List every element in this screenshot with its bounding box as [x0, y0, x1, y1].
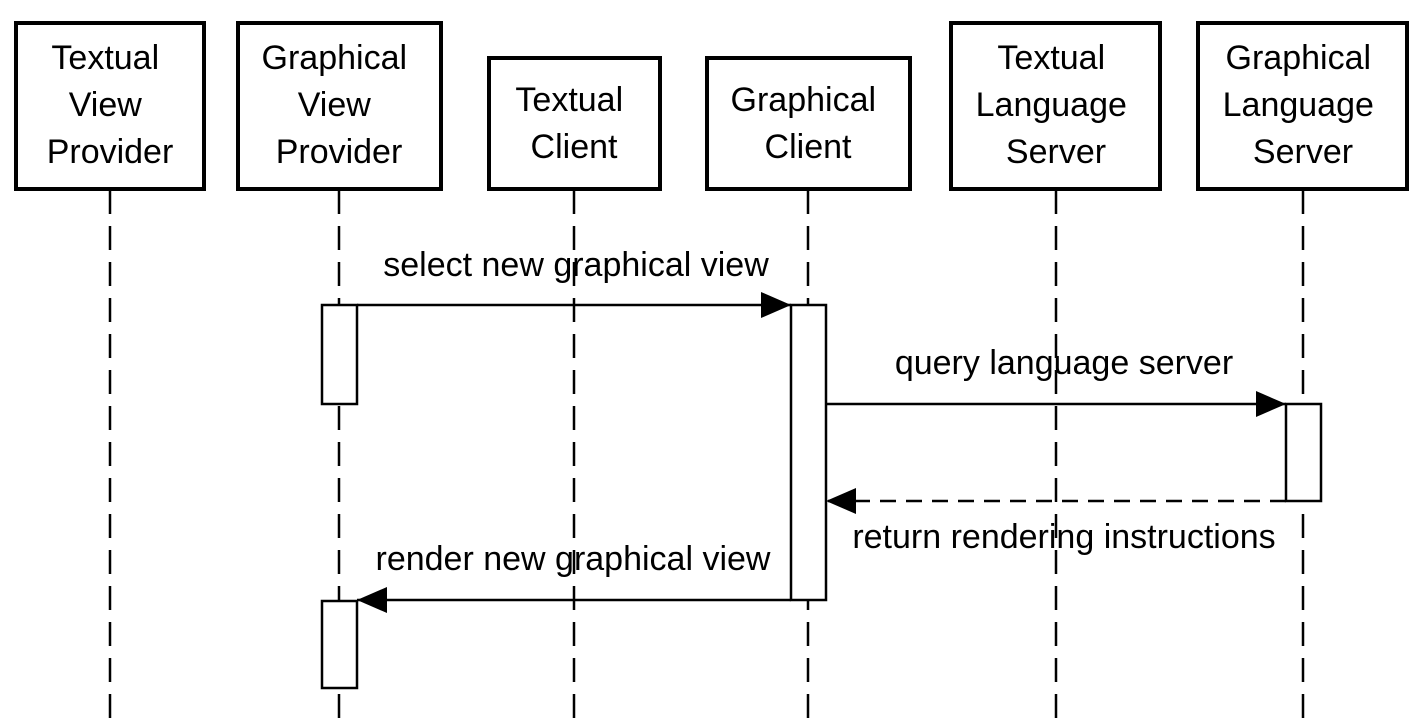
participant-graphical-client: Graphical Client	[705, 56, 912, 191]
message-render-new-graphical-view: render new graphical view	[357, 540, 791, 613]
participant-label-line: Provider	[47, 133, 174, 171]
activation-graphical-view-provider-1	[320, 303, 359, 406]
participant-label-line: Graphical	[731, 81, 877, 119]
participant-label-line: Textual	[51, 39, 159, 77]
participant-label-line: Graphical	[262, 39, 408, 77]
participant-label-line: Language	[976, 86, 1127, 124]
message-label: render new graphical view	[376, 540, 771, 578]
svg-text:Graphical Language: Graphical Language Server	[1223, 39, 1384, 171]
participant-label-line: Textual	[997, 39, 1105, 77]
svg-text:Graphical View Pro: Graphical View Provider	[262, 39, 417, 171]
participant-label-line: Client	[765, 128, 852, 166]
participant-label-line: Provider	[276, 133, 403, 171]
activation-graphical-view-provider-2	[320, 599, 359, 690]
participant-textual-view-provider: Textual View Provider	[14, 21, 206, 191]
participant-label-line: View	[298, 86, 372, 124]
participant-box	[14, 21, 206, 191]
participant-box	[705, 56, 912, 191]
svg-text:Textual View Provi: Textual View Provider	[47, 39, 174, 171]
svg-text:Textual Client: Textual Client	[515, 81, 632, 166]
participant-box	[487, 56, 662, 191]
activation-graphical-language-server	[1284, 402, 1323, 503]
participant-textual-language-server: Textual Language Server	[949, 21, 1162, 191]
message-select-new-graphical-view: select new graphical view	[357, 246, 791, 318]
svg-text:Graphical Client: Graphical Client	[731, 81, 886, 166]
participant-label-line: Server	[1253, 133, 1353, 171]
message-label: query language server	[895, 344, 1233, 382]
participant-box	[1196, 21, 1409, 191]
participant-label-line: View	[69, 86, 143, 124]
participant-box	[949, 21, 1162, 191]
participant-label-line: Textual	[515, 81, 623, 119]
participant-graphical-view-provider: Graphical View Provider	[236, 21, 443, 191]
activations	[320, 303, 1323, 690]
participant-label-line: Server	[1006, 133, 1106, 171]
message-label: return rendering instructions	[852, 518, 1275, 556]
svg-text:Textual Language S: Textual Language Server	[976, 39, 1137, 171]
message-query-language-server: query language server	[826, 344, 1286, 417]
participant-box	[236, 21, 443, 191]
message-return-rendering-instructions: return rendering instructions	[826, 488, 1286, 556]
participant-label-line: Graphical	[1226, 39, 1372, 77]
participant-label-line: Language	[1223, 86, 1374, 124]
activation-graphical-client	[789, 303, 828, 602]
participant-label-line: Client	[531, 128, 618, 166]
participant-graphical-language-server: Graphical Language Server	[1196, 21, 1409, 191]
participant-textual-client: Textual Client	[487, 56, 662, 191]
message-label: select new graphical view	[383, 246, 769, 284]
